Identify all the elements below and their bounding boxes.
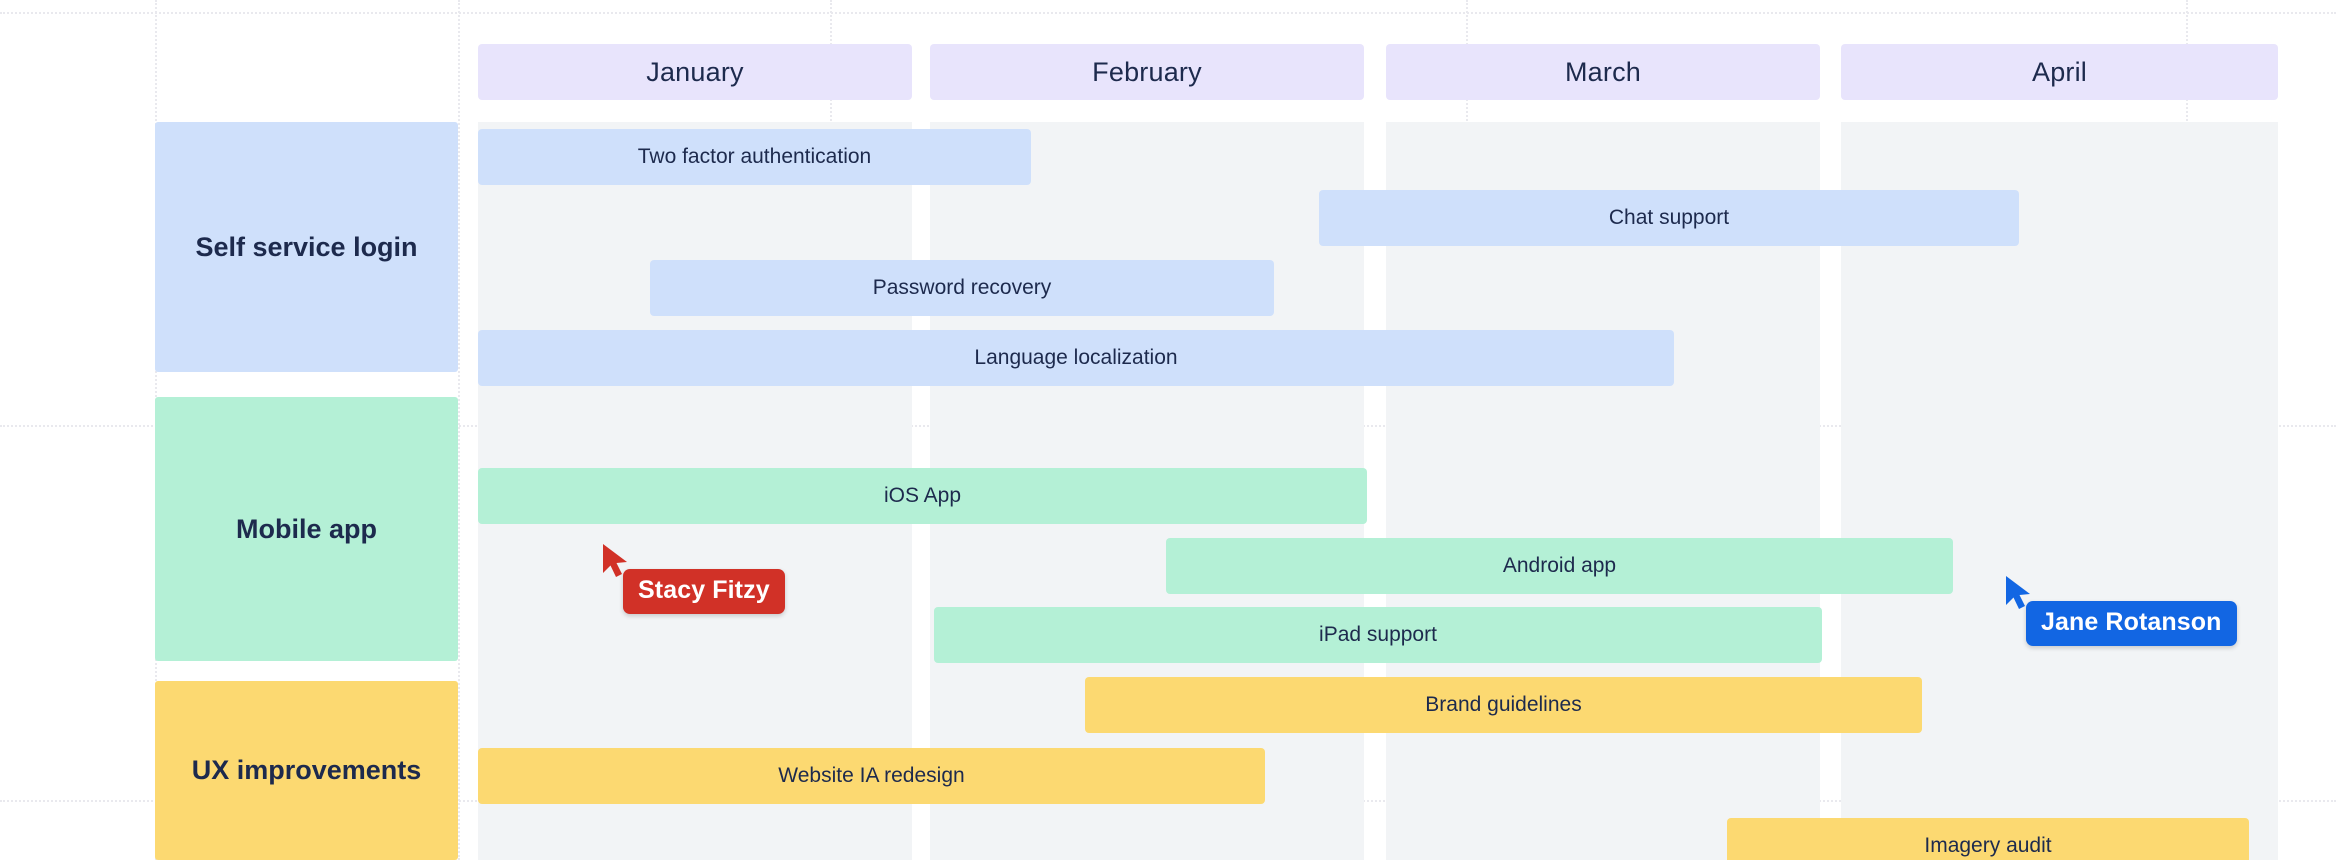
month-header-february[interactable]: February <box>930 44 1364 100</box>
task-bar-label: Chat support <box>1608 206 1730 229</box>
group-label-self-service-login[interactable]: Self service login <box>155 122 458 372</box>
group-label-mobile-app[interactable]: Mobile app <box>155 397 458 661</box>
task-bar-label: iPad support <box>1319 623 1437 646</box>
task-bar-label: Two factor authentication <box>637 145 872 168</box>
task-bar[interactable]: Imagery audit <box>1727 818 2249 860</box>
task-bar[interactable]: iOS App <box>478 468 1367 524</box>
task-bar-label: Brand guidelines <box>1425 693 1582 716</box>
cursor-name-badge: Stacy Fitzy <box>623 569 785 614</box>
cursor-pointer-icon <box>603 544 627 577</box>
task-bar[interactable]: iPad support <box>934 607 1822 663</box>
group-label-ux-improvements[interactable]: UX improvements <box>155 681 458 860</box>
task-bar-label: iOS App <box>883 484 962 507</box>
cursor-pointer-icon <box>2006 576 2030 609</box>
task-bar[interactable]: Two factor authentication <box>478 129 1031 185</box>
task-bar[interactable]: Website IA redesign <box>478 748 1265 804</box>
task-bar-label: Password recovery <box>872 276 1052 299</box>
month-header-label: February <box>1092 56 1202 87</box>
month-header-label: January <box>646 56 744 87</box>
month-header-label: March <box>1564 56 1641 87</box>
task-bar[interactable]: Chat support <box>1319 190 2019 246</box>
task-bar-label: Website IA redesign <box>778 764 965 787</box>
task-bar[interactable]: Brand guidelines <box>1085 677 1922 733</box>
cursor-name-label: Jane Rotanson <box>2041 608 2222 636</box>
group-label-text: Self service login <box>195 231 418 262</box>
month-header-label: April <box>2031 56 2087 87</box>
cursor-name-label: Stacy Fitzy <box>638 576 770 604</box>
month-header-january[interactable]: January <box>478 44 912 100</box>
task-bar-label: Imagery audit <box>1924 834 2052 857</box>
task-bar[interactable]: Password recovery <box>650 260 1274 316</box>
grid-line-horizontal <box>0 12 2336 14</box>
group-label-text: UX improvements <box>191 755 422 786</box>
task-bar[interactable]: Android app <box>1166 538 1953 594</box>
group-label-text: Mobile app <box>236 513 377 544</box>
month-header-march[interactable]: March <box>1386 44 1820 100</box>
month-header-april[interactable]: April <box>1841 44 2278 100</box>
task-bar-label: Android app <box>1502 554 1617 577</box>
grid-line-vertical <box>458 0 460 860</box>
cursor-name-badge: Jane Rotanson <box>2026 601 2237 646</box>
task-bar-label: Language localization <box>974 346 1178 369</box>
task-bar[interactable]: Language localization <box>478 330 1674 386</box>
